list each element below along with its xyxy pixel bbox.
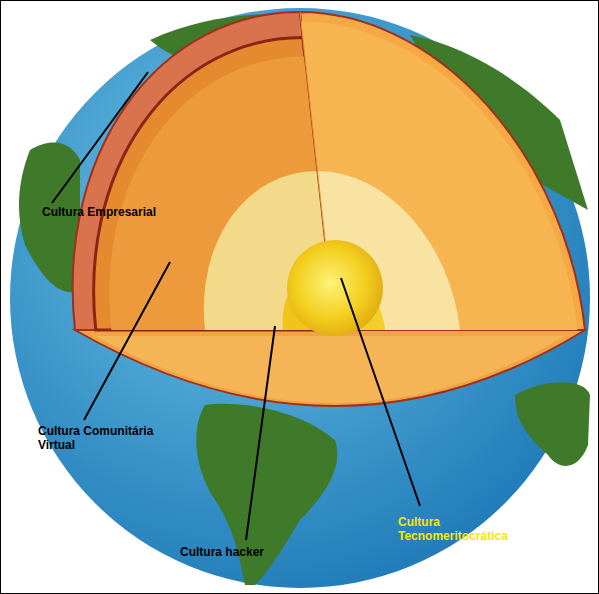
layer-label-box: Cultura Tecnomeritocrática	[398, 515, 508, 543]
layer-label-box: Cultura hacker	[180, 545, 320, 559]
layer-label-box: Cultura Comunitária Virtual	[38, 424, 156, 452]
layer-label: Cultura hacker	[180, 545, 264, 559]
layer-label: Cultura Comunitária Virtual	[38, 424, 153, 452]
layer-label: Cultura Empresarial	[42, 205, 156, 219]
layer-label-box: Cultura Empresarial	[42, 205, 202, 219]
layer-label: Cultura Tecnomeritocrática	[398, 515, 508, 543]
